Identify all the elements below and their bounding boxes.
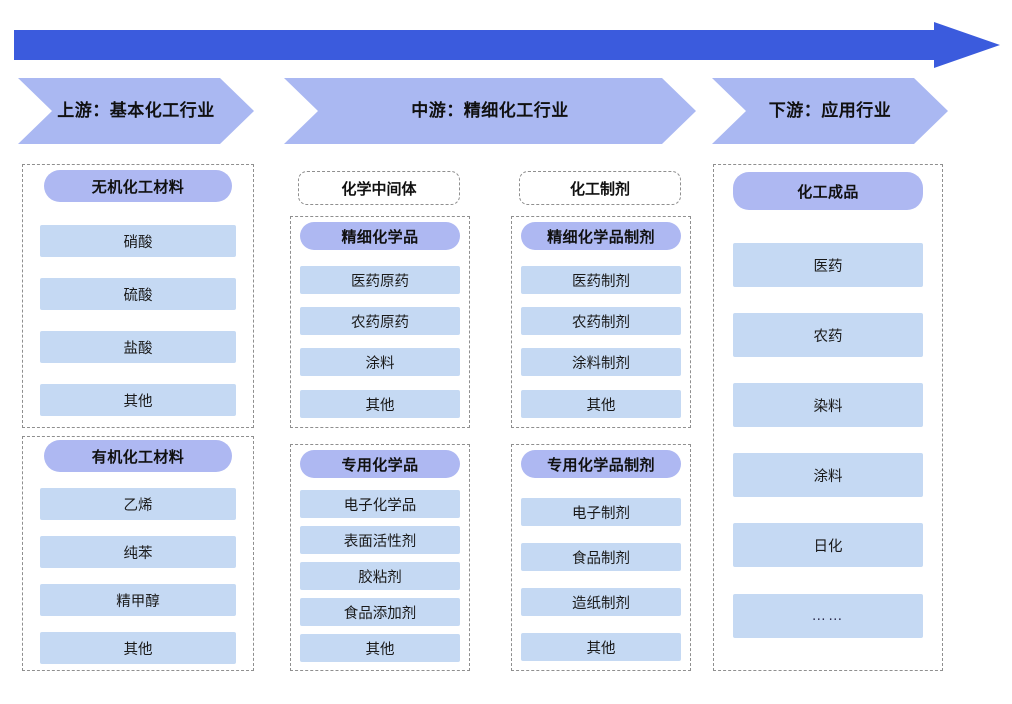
item-label: 电子制剂 (572, 505, 630, 522)
item-fine-chemical-formulations-1[interactable]: 农药制剂 (521, 307, 681, 335)
item-specialty-chemical-formulations-2[interactable]: 造纸制剂 (521, 588, 681, 616)
item-label: 其他 (365, 397, 395, 414)
item-label: …… (811, 608, 845, 624)
stage-banner-downstream[interactable]: 下游：应用行业 (712, 78, 948, 144)
value-chain-arrow (14, 22, 1000, 68)
group-header-specialty-chemicals[interactable]: 专用化学品 (300, 450, 460, 478)
group-header-fine-chemicals[interactable]: 精细化学品 (300, 222, 460, 250)
group-header-label: 专用化学品制剂 (547, 456, 655, 474)
item-label: 表面活性剂 (343, 533, 417, 550)
item-label: 纯苯 (123, 545, 153, 562)
item-finished-products-4[interactable]: 日化 (733, 523, 923, 567)
item-organic-3[interactable]: 其他 (40, 632, 236, 664)
item-label: 硫酸 (123, 287, 153, 304)
group-header-specialty-chemical-formulations[interactable]: 专用化学品制剂 (521, 450, 681, 478)
item-label: 农药制剂 (572, 314, 630, 331)
item-finished-products-1[interactable]: 农药 (733, 313, 923, 357)
item-organic-1[interactable]: 纯苯 (40, 536, 236, 568)
item-label: 电子化学品 (343, 497, 417, 514)
item-specialty-chemicals-3[interactable]: 食品添加剂 (300, 598, 460, 626)
stage-banner-downstream-label: 下游：应用行业 (768, 100, 892, 120)
item-finished-products-0[interactable]: 医药 (733, 243, 923, 287)
group-header-label: 专用化学品 (341, 456, 419, 474)
group-box-specialty-chemicals (290, 444, 470, 671)
caption-chemical-formulations[interactable]: 化工制剂 (519, 171, 681, 205)
item-label: 精甲醇 (116, 593, 160, 610)
group-header-fine-chemical-formulations[interactable]: 精细化学品制剂 (521, 222, 681, 250)
item-fine-chemical-formulations-2[interactable]: 涂料制剂 (521, 348, 681, 376)
group-header-organic[interactable]: 有机化工材料 (44, 440, 232, 472)
group-header-finished-products[interactable]: 化工成品 (733, 172, 923, 210)
item-fine-chemicals-2[interactable]: 涂料 (300, 348, 460, 376)
item-label: 其他 (365, 641, 395, 658)
group-header-finished-products-label: 化工成品 (797, 183, 859, 201)
item-label: 其他 (123, 393, 153, 410)
item-organic-2[interactable]: 精甲醇 (40, 584, 236, 616)
item-inorganic-1[interactable]: 硫酸 (40, 278, 236, 310)
stage-banner-midstream[interactable]: 中游：精细化工行业 (284, 78, 696, 144)
group-header-label: 精细化学品制剂 (547, 228, 655, 246)
item-label: 日化 (813, 538, 843, 555)
item-organic-0[interactable]: 乙烯 (40, 488, 236, 520)
item-label: 其他 (586, 640, 616, 657)
item-label: 胶粘剂 (358, 569, 402, 586)
item-label: 医药 (813, 258, 843, 275)
group-header-organic-label: 有机化工材料 (91, 448, 185, 466)
group-header-inorganic-label: 无机化工材料 (91, 178, 185, 196)
item-finished-products-3[interactable]: 涂料 (733, 453, 923, 497)
item-label: 医药制剂 (572, 273, 630, 290)
stage-banner-upstream-label: 上游：基本化工行业 (57, 100, 215, 120)
item-label: 涂料制剂 (572, 355, 630, 372)
item-fine-chemical-formulations-3[interactable]: 其他 (521, 390, 681, 418)
item-label: 盐酸 (123, 340, 153, 357)
item-fine-chemicals-1[interactable]: 农药原药 (300, 307, 460, 335)
item-label: 涂料 (365, 355, 395, 372)
group-header-label: 精细化学品 (341, 228, 419, 246)
item-label: 涂料 (813, 468, 843, 485)
item-label: 其他 (586, 397, 616, 414)
caption-chemical-intermediates[interactable]: 化学中间体 (298, 171, 460, 205)
item-finished-products-5[interactable]: …… (733, 594, 923, 638)
stage-banner-midstream-label: 中游：精细化工行业 (411, 100, 569, 120)
item-specialty-chemical-formulations-1[interactable]: 食品制剂 (521, 543, 681, 571)
item-specialty-chemicals-4[interactable]: 其他 (300, 634, 460, 662)
item-specialty-chemicals-2[interactable]: 胶粘剂 (300, 562, 460, 590)
item-inorganic-3[interactable]: 其他 (40, 384, 236, 416)
item-label: 农药 (813, 328, 843, 345)
arrow-shape (14, 22, 1000, 68)
item-label: 造纸制剂 (572, 595, 630, 612)
item-specialty-chemical-formulations-3[interactable]: 其他 (521, 633, 681, 661)
item-specialty-chemicals-0[interactable]: 电子化学品 (300, 490, 460, 518)
caption-label: 化学中间体 (341, 180, 417, 198)
item-specialty-chemicals-1[interactable]: 表面活性剂 (300, 526, 460, 554)
item-label: 乙烯 (123, 497, 153, 514)
item-label: 食品添加剂 (343, 605, 417, 622)
item-specialty-chemical-formulations-0[interactable]: 电子制剂 (521, 498, 681, 526)
caption-label: 化工制剂 (569, 180, 630, 198)
item-fine-chemicals-3[interactable]: 其他 (300, 390, 460, 418)
item-label: 农药原药 (351, 314, 409, 331)
item-label: 食品制剂 (572, 550, 630, 567)
item-fine-chemicals-0[interactable]: 医药原药 (300, 266, 460, 294)
item-inorganic-2[interactable]: 盐酸 (40, 331, 236, 363)
item-finished-products-2[interactable]: 染料 (733, 383, 923, 427)
group-header-inorganic[interactable]: 无机化工材料 (44, 170, 232, 202)
item-label: 染料 (813, 398, 843, 415)
item-label: 医药原药 (351, 273, 409, 290)
item-fine-chemical-formulations-0[interactable]: 医药制剂 (521, 266, 681, 294)
item-label: 其他 (123, 641, 153, 658)
item-label: 硝酸 (123, 234, 153, 251)
stage-banner-upstream[interactable]: 上游：基本化工行业 (18, 78, 254, 144)
item-inorganic-0[interactable]: 硝酸 (40, 225, 236, 257)
